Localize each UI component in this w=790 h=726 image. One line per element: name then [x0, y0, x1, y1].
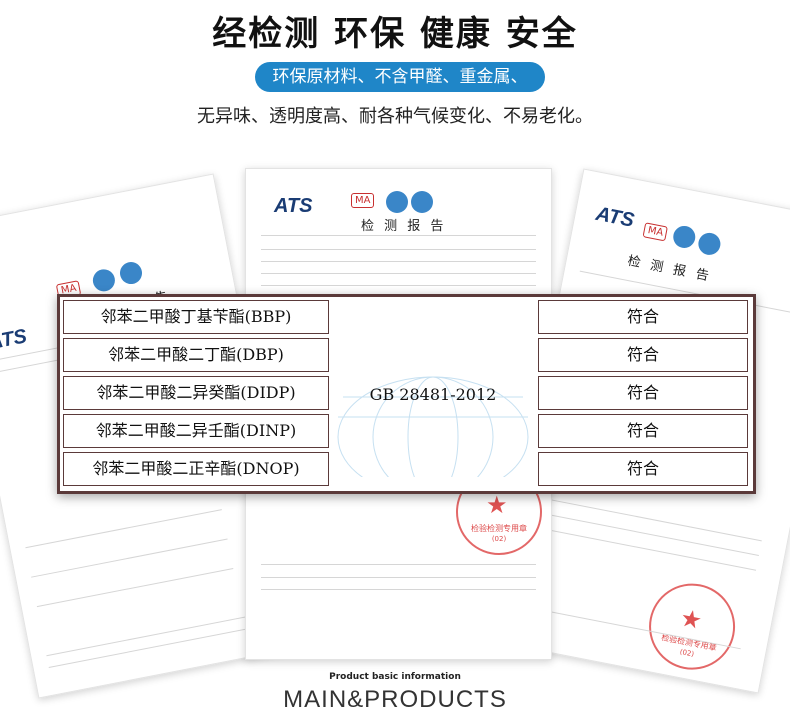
- table-row: 邻苯二甲酸二异癸酯(DIDP) 符合: [60, 373, 753, 411]
- substance-name: 邻苯二甲酸丁基苄酯(BBP): [63, 300, 329, 334]
- standard-code: GB 28481-2012: [369, 384, 497, 404]
- ilac-logo-icon: [671, 224, 698, 250]
- result-cell: 符合: [538, 452, 748, 486]
- result-cell: 符合: [538, 376, 748, 410]
- substance-name: 邻苯二甲酸二异癸酯(DIDP): [63, 376, 329, 410]
- cnas-logo-icon: [411, 191, 433, 213]
- cnas-logo-icon: [696, 230, 723, 257]
- cma-logo: MA: [642, 222, 669, 242]
- result-cell: 符合: [538, 300, 748, 334]
- ilac-logo-icon: [90, 267, 117, 294]
- cnas-logo-icon: [118, 260, 144, 286]
- table-row: 邻苯二甲酸丁基苄酯(BBP) 符合: [60, 297, 753, 335]
- substance-name: 邻苯二甲酸二丁酯(DBP): [63, 338, 329, 372]
- star-icon: ★: [486, 491, 508, 519]
- section-caption: Product basic information: [329, 672, 461, 682]
- ilac-logo-icon: [386, 191, 408, 213]
- table-row: 邻苯二甲酸二正辛酯(DNOP) 符合: [60, 449, 753, 487]
- feature-pill: 环保原材料、不含甲醛、重金属、: [255, 62, 545, 92]
- report-title: 检 测 报 告: [626, 253, 713, 285]
- report-title: 检 测 报 告: [361, 219, 447, 234]
- table-row: 邻苯二甲酸二异壬酯(DINP) 符合: [60, 411, 753, 449]
- substance-name: 邻苯二甲酸二异壬酯(DINP): [63, 414, 329, 448]
- compliance-table: GB 28481-2012 邻苯二甲酸丁基苄酯(BBP) 符合 邻苯二甲酸二丁酯…: [57, 294, 756, 494]
- cma-logo: MA: [351, 193, 375, 208]
- ats-logo: ATS: [593, 202, 636, 232]
- result-cell: 符合: [538, 414, 748, 448]
- feature-subtitle: 无异味、透明度高、耐各种气候变化、不易老化。: [197, 106, 593, 127]
- substance-name: 邻苯二甲酸二正辛酯(DNOP): [63, 452, 329, 486]
- section-heading: MAIN&PRODUCTS: [283, 686, 507, 713]
- ats-logo: ATS: [0, 325, 29, 355]
- headline-title: 经检测 环保 健康 安全: [212, 14, 578, 54]
- star-icon: ★: [677, 603, 705, 636]
- inspection-seal: ★ 检验检测专用章 (02): [641, 576, 743, 678]
- ats-logo: ATS: [274, 195, 313, 217]
- table-row: 邻苯二甲酸二丁酯(DBP) 符合: [60, 335, 753, 373]
- globe-watermark-icon: [337, 376, 529, 477]
- result-cell: 符合: [538, 338, 748, 372]
